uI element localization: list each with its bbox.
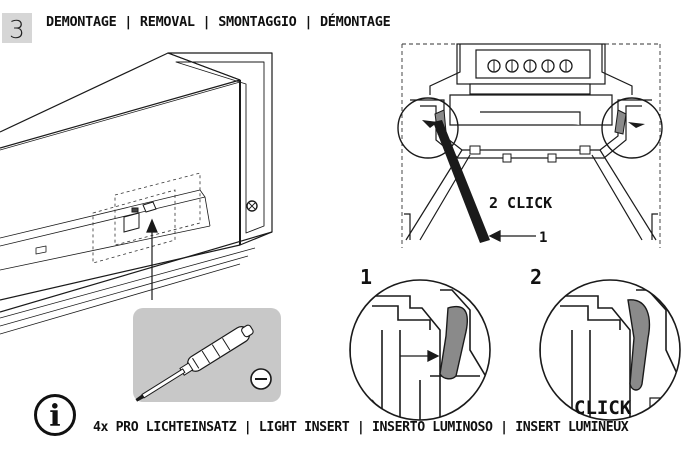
- step-number: 3: [9, 15, 25, 44]
- footer-note: 4x PRO LICHTEINSATZ | LIGHT INSERT | INS…: [93, 420, 629, 435]
- flat-screwdriver-icon: [133, 308, 281, 402]
- zoom-detail-step-2: [539, 279, 681, 421]
- minus-circle-icon: [250, 368, 272, 390]
- info-icon: i: [34, 394, 76, 436]
- zoom-detail-step-1: [349, 279, 491, 421]
- step-title: DEMONTAGE | REMOVAL | SMONTAGGIO | DÉMON…: [46, 14, 391, 30]
- info-glyph: i: [49, 399, 60, 434]
- cross-section-detail: [397, 43, 663, 248]
- step-number-box: 3: [2, 13, 32, 44]
- luminaire-housing-illustration: [0, 52, 273, 335]
